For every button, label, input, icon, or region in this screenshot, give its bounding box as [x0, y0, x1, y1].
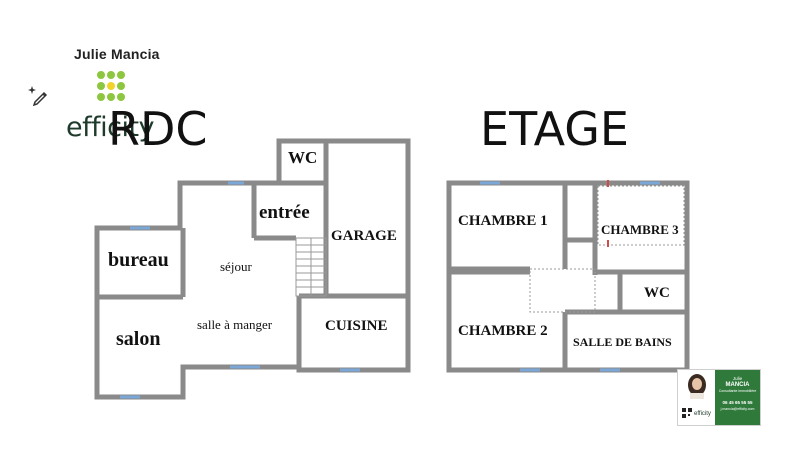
agent-photo: [688, 374, 706, 399]
card-email: j.mancia@efficity.com: [720, 407, 755, 411]
room-rdc-wc: WC: [288, 148, 318, 167]
card-role: Consultante immobilière: [718, 389, 757, 393]
room-etage-salle-de-bains: SALLE DE BAINS: [573, 335, 672, 349]
room-etage-chambre1: CHAMBRE 1: [458, 213, 548, 229]
room-rdc-salon: salon: [116, 328, 161, 350]
agent-card[interactable]: efficity Julie MANCIA Consultante immobi…: [677, 369, 761, 426]
qr-code-icon: [682, 408, 692, 418]
room-rdc-entree: entrée: [259, 202, 310, 223]
room-rdc-garage: GARAGE: [331, 228, 397, 244]
card-brand: efficity: [694, 411, 711, 417]
agent-card-left: efficity: [678, 370, 715, 425]
sparkle-pen-icon[interactable]: [28, 84, 50, 106]
efficity-dots-logo: [97, 71, 125, 101]
room-rdc-bureau: bureau: [108, 249, 169, 271]
card-first-name: Julie: [732, 376, 743, 381]
room-etage-chambre3: CHAMBRE 3: [601, 222, 679, 237]
room-rdc-salle-a-manger: salle à manger: [197, 317, 273, 332]
card-last-name: MANCIA: [725, 382, 750, 388]
room-rdc-cuisine: CUISINE: [325, 318, 388, 334]
agent-card-right: Julie MANCIA Consultante immobilière 06 …: [715, 370, 760, 425]
level-title-upper: ETAGE: [480, 102, 629, 156]
brand-name: efficity: [66, 112, 155, 143]
agent-name: Julie Mancia: [74, 46, 160, 62]
card-phone: 06 45 65 55 55: [722, 400, 753, 405]
room-etage-wc: WC: [644, 285, 670, 301]
level-title-ground: RDC: [108, 102, 208, 156]
room-etage-chambre2: CHAMBRE 2: [458, 323, 548, 339]
room-rdc-sejour: séjour: [220, 259, 252, 274]
